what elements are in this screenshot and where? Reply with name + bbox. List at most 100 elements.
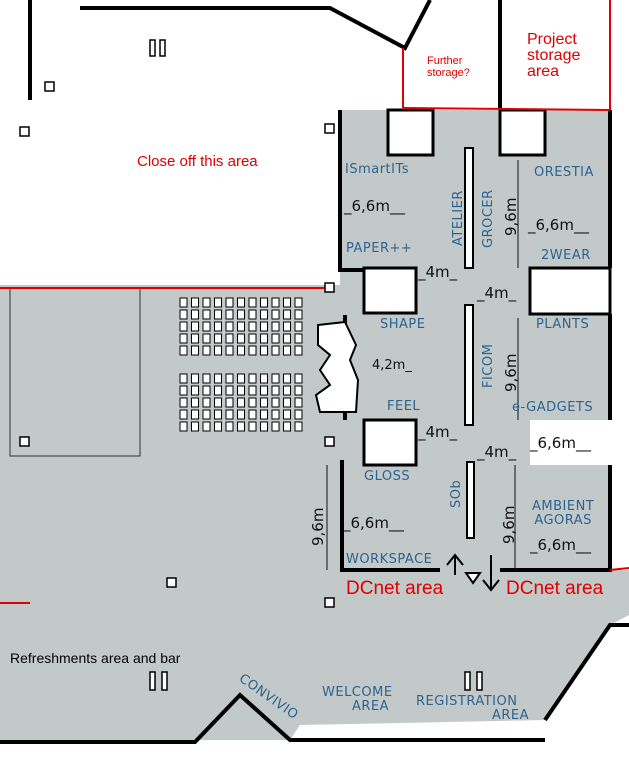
seat [214, 421, 222, 432]
seat [294, 397, 303, 408]
entrance-arrows [446, 553, 500, 592]
dim-aisle: _4m_ [418, 263, 458, 281]
seat [179, 373, 188, 384]
seat [202, 321, 211, 332]
project-storage-note: Project storage area [527, 32, 580, 80]
seat [179, 321, 188, 332]
area-label-line: REGISTRATION [416, 694, 518, 709]
seat [202, 397, 211, 408]
seat [294, 385, 303, 396]
seat [283, 309, 291, 320]
seat [283, 397, 291, 408]
booth-egadgets: e-GADGETS [512, 400, 594, 415]
dim-smartits-width: _6,6m__ [344, 197, 405, 215]
seat [271, 385, 280, 396]
dim-orestia-width: _6,6m__ [528, 216, 589, 234]
dim-gloss-width: _6,6m__ [343, 514, 404, 532]
seat [179, 309, 188, 320]
seat [248, 409, 257, 420]
booth-gloss: GLOSS [364, 469, 411, 484]
booth-label-line: AGORAS [534, 513, 592, 529]
seat [260, 409, 268, 420]
seat [271, 421, 280, 432]
seat [202, 409, 211, 420]
seat [260, 333, 268, 344]
booth-grocer: GROCER [481, 189, 496, 248]
booth-ficom: FICOM [481, 343, 496, 388]
dim-gloss-depth: 9,6m [309, 507, 327, 546]
seat [214, 333, 222, 344]
booth-paper: PAPER++ [346, 241, 413, 256]
seat [248, 385, 257, 396]
seat [225, 421, 234, 432]
note-line: Further [427, 55, 463, 67]
seat [260, 397, 268, 408]
seat [294, 409, 303, 420]
seat [237, 421, 245, 432]
seat [225, 333, 234, 344]
seat [214, 373, 222, 384]
seat [179, 421, 188, 432]
note-line: storage? [427, 67, 470, 80]
storage-boxes [362, 108, 612, 467]
seat [294, 421, 303, 432]
seat [191, 373, 199, 384]
seat [248, 333, 257, 344]
booth-ambient-agoras: AMBIENT AGORAS [532, 499, 594, 529]
seat [294, 321, 303, 332]
seat [202, 297, 211, 308]
seat [191, 333, 199, 344]
dcnet-area-right: DCnet area [506, 578, 604, 599]
seat [294, 333, 303, 344]
seat [248, 309, 257, 320]
booth-shape: SHAPE [380, 317, 426, 332]
seat [271, 309, 280, 320]
seat [283, 421, 291, 432]
seat [260, 385, 268, 396]
seat [248, 345, 257, 356]
note-line: Project [527, 31, 577, 48]
seat [237, 297, 245, 308]
dimension-lines [326, 160, 519, 570]
booth-workspace: WORKSPACE [346, 552, 433, 567]
seat [248, 297, 257, 308]
refreshments-label: Refreshments area and bar [10, 650, 181, 666]
seat [225, 373, 234, 384]
dim-aisle: _4m_ [477, 443, 517, 461]
fixtures [19, 39, 483, 691]
seat [202, 373, 211, 384]
dim-aisle: _4m_ [477, 284, 517, 302]
note-line: storage [527, 47, 581, 64]
seat [283, 333, 291, 344]
seat [214, 397, 222, 408]
seat [225, 321, 234, 332]
booth-sob: SOb [449, 479, 464, 508]
seat [237, 309, 245, 320]
seat [179, 397, 188, 408]
dcnet-area-left: DCnet area [346, 578, 444, 599]
seat [179, 333, 188, 344]
booth-orestia: ORESTIA [534, 165, 594, 180]
seat [283, 297, 291, 308]
dim-ficom-depth: 9,6m [502, 353, 520, 392]
seat [260, 421, 268, 432]
seat [191, 345, 199, 356]
seat [248, 321, 257, 332]
seat [294, 373, 303, 384]
seat [225, 397, 234, 408]
seat [237, 333, 245, 344]
seat [294, 345, 303, 356]
seat [191, 397, 199, 408]
seat [283, 409, 291, 420]
booth-plants: PLANTS [536, 317, 590, 332]
seat [191, 309, 199, 320]
seat [225, 309, 234, 320]
seat [271, 333, 280, 344]
boundary-lines [0, 0, 629, 604]
seat [260, 345, 268, 356]
seat [248, 373, 257, 384]
seat [283, 385, 291, 396]
seat [202, 385, 211, 396]
seat [202, 333, 211, 344]
